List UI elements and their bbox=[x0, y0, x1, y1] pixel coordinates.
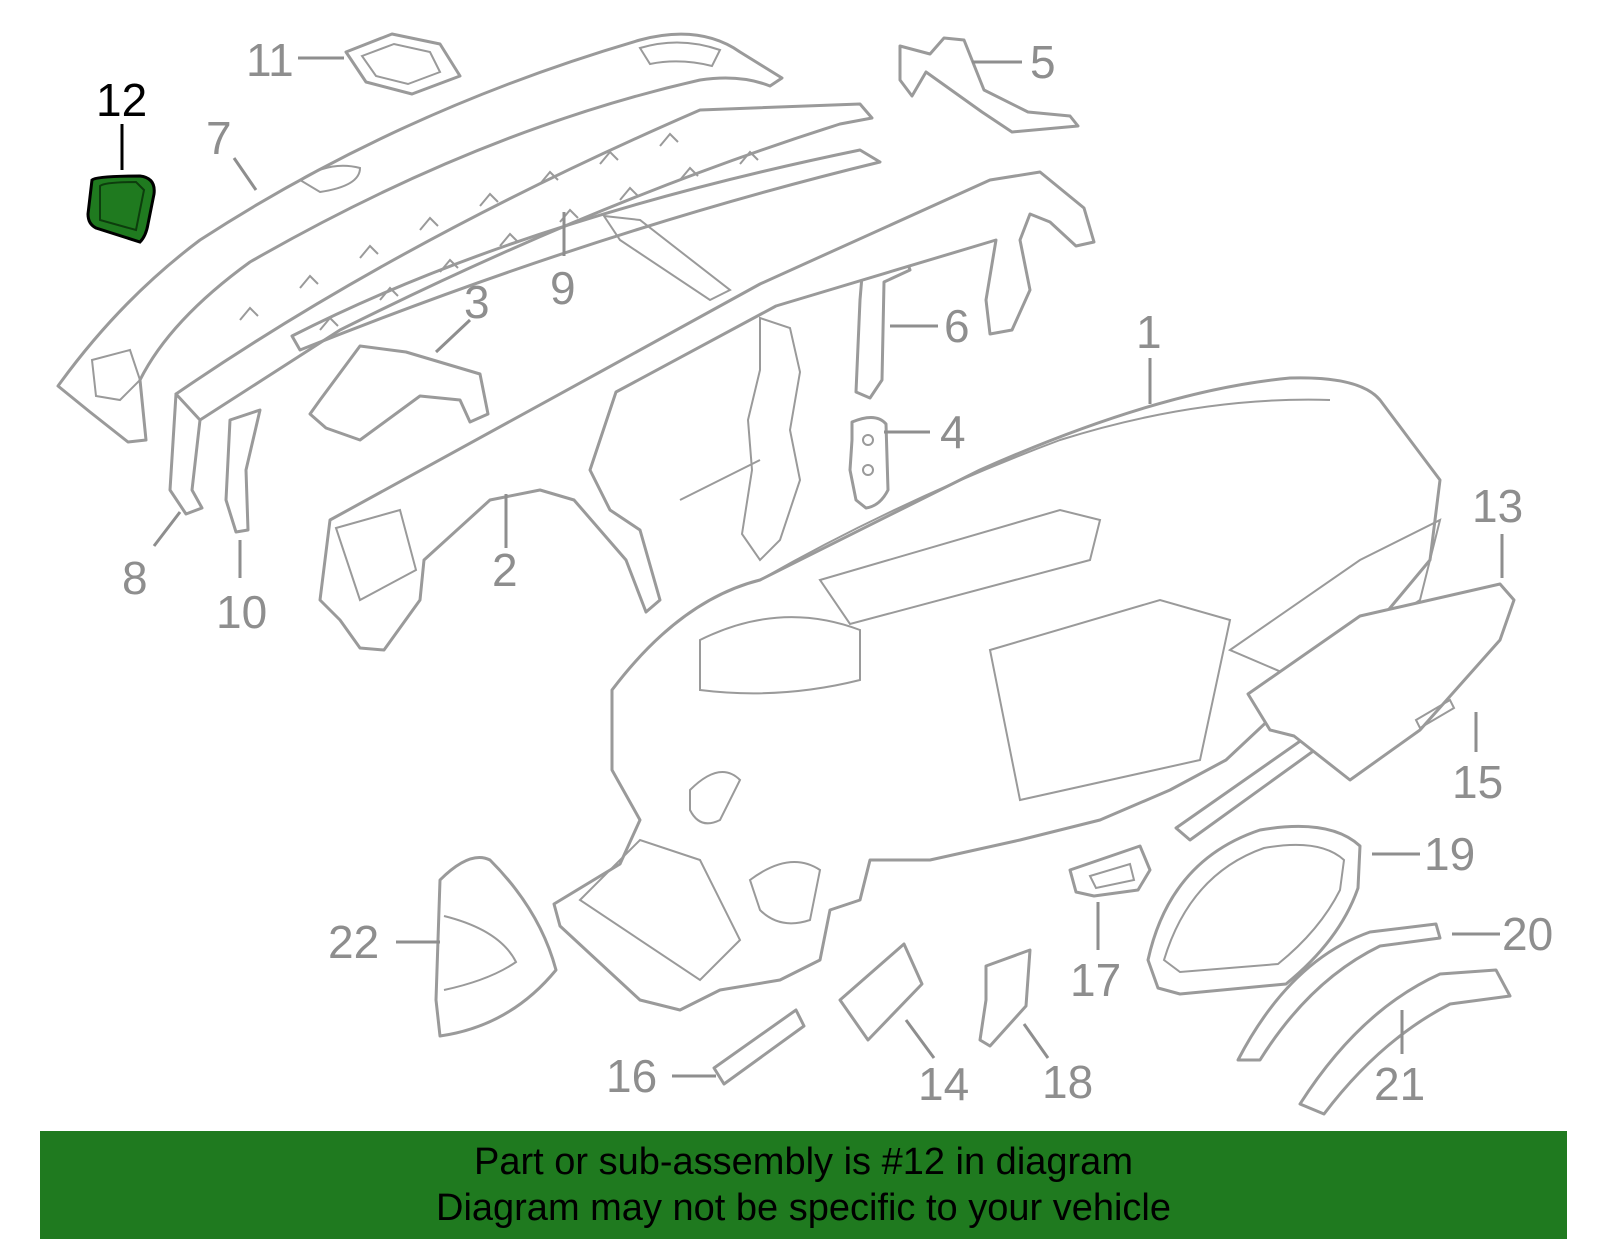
part-19-cluster-bezel bbox=[1146, 824, 1362, 996]
part-11-vent-grille bbox=[360, 42, 442, 86]
leader-18 bbox=[1022, 1023, 1050, 1059]
part-4-hole-b bbox=[862, 464, 874, 476]
part-1-lower-vent bbox=[748, 861, 822, 925]
part-1-left-vent bbox=[689, 771, 742, 825]
part-3-bracket bbox=[308, 344, 490, 442]
part-2-column-support bbox=[740, 316, 802, 562]
part-15-handle bbox=[1414, 698, 1456, 730]
part-10-trim bbox=[224, 408, 262, 534]
part-11-vent bbox=[344, 32, 462, 96]
part-1-windshield-edge bbox=[759, 398, 1331, 581]
part-9-notches bbox=[319, 150, 759, 331]
part-4-hole-a bbox=[862, 434, 874, 446]
callout-11: 11 bbox=[246, 34, 294, 86]
callout-12: 12 bbox=[96, 74, 147, 126]
callout-22: 22 bbox=[328, 916, 379, 968]
callout-7: 7 bbox=[206, 112, 232, 164]
callout-8: 8 bbox=[122, 552, 148, 604]
part-7-notches bbox=[239, 132, 679, 321]
banner-line-2: Diagram may not be specific to your vehi… bbox=[436, 1187, 1171, 1229]
leader-7 bbox=[232, 157, 258, 191]
callout-2: 2 bbox=[492, 544, 518, 596]
part-2-tie-rod bbox=[679, 459, 761, 501]
part-7-upper-pad bbox=[56, 32, 784, 444]
leader-14 bbox=[904, 1019, 936, 1059]
part-18-bracket bbox=[978, 948, 1032, 1048]
callout-3: 3 bbox=[464, 276, 490, 328]
part-1-cluster-hood bbox=[699, 616, 861, 695]
part-19-cluster-inner bbox=[1162, 843, 1346, 974]
part-1-instrument-panel bbox=[552, 376, 1442, 1012]
callout-14: 14 bbox=[918, 1058, 969, 1110]
part-12-inner-edge bbox=[99, 180, 146, 232]
callout-13: 13 bbox=[1472, 480, 1523, 532]
part-8-side-trim bbox=[168, 392, 204, 516]
callout-5: 5 bbox=[1030, 36, 1056, 88]
part-20-shroud bbox=[1236, 922, 1442, 1062]
part-17-switch-inner bbox=[1088, 862, 1136, 890]
part-15-glovebox-door bbox=[1246, 582, 1516, 782]
part-4-bracket bbox=[848, 416, 890, 510]
banner-line-1: Part or sub-assembly is #12 in diagram bbox=[474, 1141, 1133, 1183]
part-9-rail-upper bbox=[174, 102, 874, 422]
callout-9: 9 bbox=[550, 262, 576, 314]
callout-17: 17 bbox=[1070, 954, 1121, 1006]
part-7-speaker bbox=[298, 164, 362, 194]
callout-10: 10 bbox=[216, 586, 267, 638]
part-7-vent-opening bbox=[90, 348, 142, 402]
part-5-bracket bbox=[898, 36, 1080, 134]
part-21-lower-shroud bbox=[1298, 968, 1512, 1116]
leader-8 bbox=[152, 511, 182, 547]
callout-16: 16 bbox=[606, 1050, 657, 1102]
part-2-crosscar-beam bbox=[318, 170, 1096, 652]
part-2-left-end bbox=[334, 508, 418, 602]
callout-18: 18 bbox=[1042, 1056, 1093, 1108]
callout-21: 21 bbox=[1374, 1058, 1425, 1110]
callout-4: 4 bbox=[940, 406, 966, 458]
leader-3 bbox=[434, 318, 472, 354]
part-22-end-cover bbox=[434, 856, 558, 1038]
part-9-rail-lower bbox=[290, 148, 882, 352]
part-1-center-stack bbox=[818, 508, 1102, 626]
part-2-strut bbox=[601, 214, 732, 302]
part-7-right-vent bbox=[638, 41, 722, 68]
callout-19: 19 bbox=[1424, 828, 1475, 880]
part-22-inner-arc bbox=[443, 915, 518, 991]
part-12-end-cap[interactable] bbox=[86, 174, 156, 244]
info-banner: Part or sub-assembly is #12 in diagram D… bbox=[40, 1131, 1567, 1239]
callout-20: 20 bbox=[1502, 908, 1553, 960]
part-1-lower-left bbox=[578, 838, 742, 982]
part-1-center-vents bbox=[988, 598, 1232, 802]
callout-15: 15 bbox=[1452, 756, 1503, 808]
part-14-panel bbox=[838, 942, 924, 1042]
callout-1: 1 bbox=[1136, 306, 1162, 358]
part-16-strip bbox=[712, 1008, 806, 1086]
callout-6: 6 bbox=[944, 300, 970, 352]
